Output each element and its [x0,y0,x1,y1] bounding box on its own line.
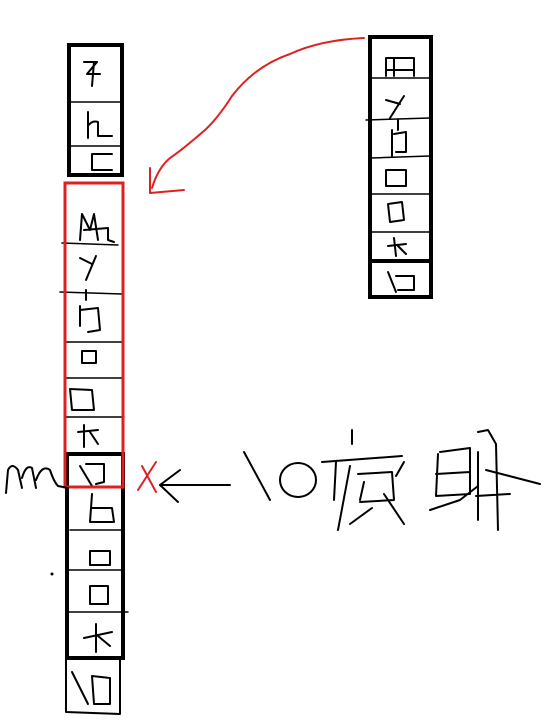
pointer-arrow [159,469,231,503]
right-stack-glyph-y [385,95,405,119]
move-arrow [149,37,365,194]
right-stack [365,35,433,299]
left-stack-dividers [59,101,129,613]
left-stack-bottom-frame [65,452,125,660]
left-stack-glyph-q [83,61,101,87]
left-stack-glyph-k2 [83,623,113,653]
left-stack-glyph-c [91,153,113,171]
left-stack-glyph-y [79,255,97,281]
left-stack-glyph-k [77,424,99,448]
left-stack-glyph-o3 [89,585,109,605]
cross-mark [137,461,157,493]
handwritten-note [243,429,541,531]
left-stack-glyph-m [79,213,115,243]
left-stack-glyph-a [81,350,97,364]
left-stack-glyph-h [87,111,113,139]
right-stack-frame [368,35,433,299]
right-stack-glyph-o3 [387,271,415,293]
highlight-box [63,181,125,489]
side-mark [5,465,69,494]
right-stack-glyph-o2 [387,201,405,223]
right-stack-glyph-k [387,237,407,257]
right-stack-glyph-m [385,57,415,77]
left-stack-trailing-cell [65,659,121,715]
left-stack-glyph-n2 [79,463,105,487]
right-stack-dividers [365,77,431,233]
right-stack-glyph-n [391,119,407,157]
left-stack-glyph-o2 [89,550,111,566]
right-stack-glyph-o [385,169,407,187]
left-stack-glyph-b [89,493,115,523]
stray-dot [50,572,54,576]
left-stack-top-frame [67,43,124,177]
left-stack-glyph-n [79,289,101,333]
left-stack-glyph-o [69,388,95,411]
left-stack [59,43,129,715]
